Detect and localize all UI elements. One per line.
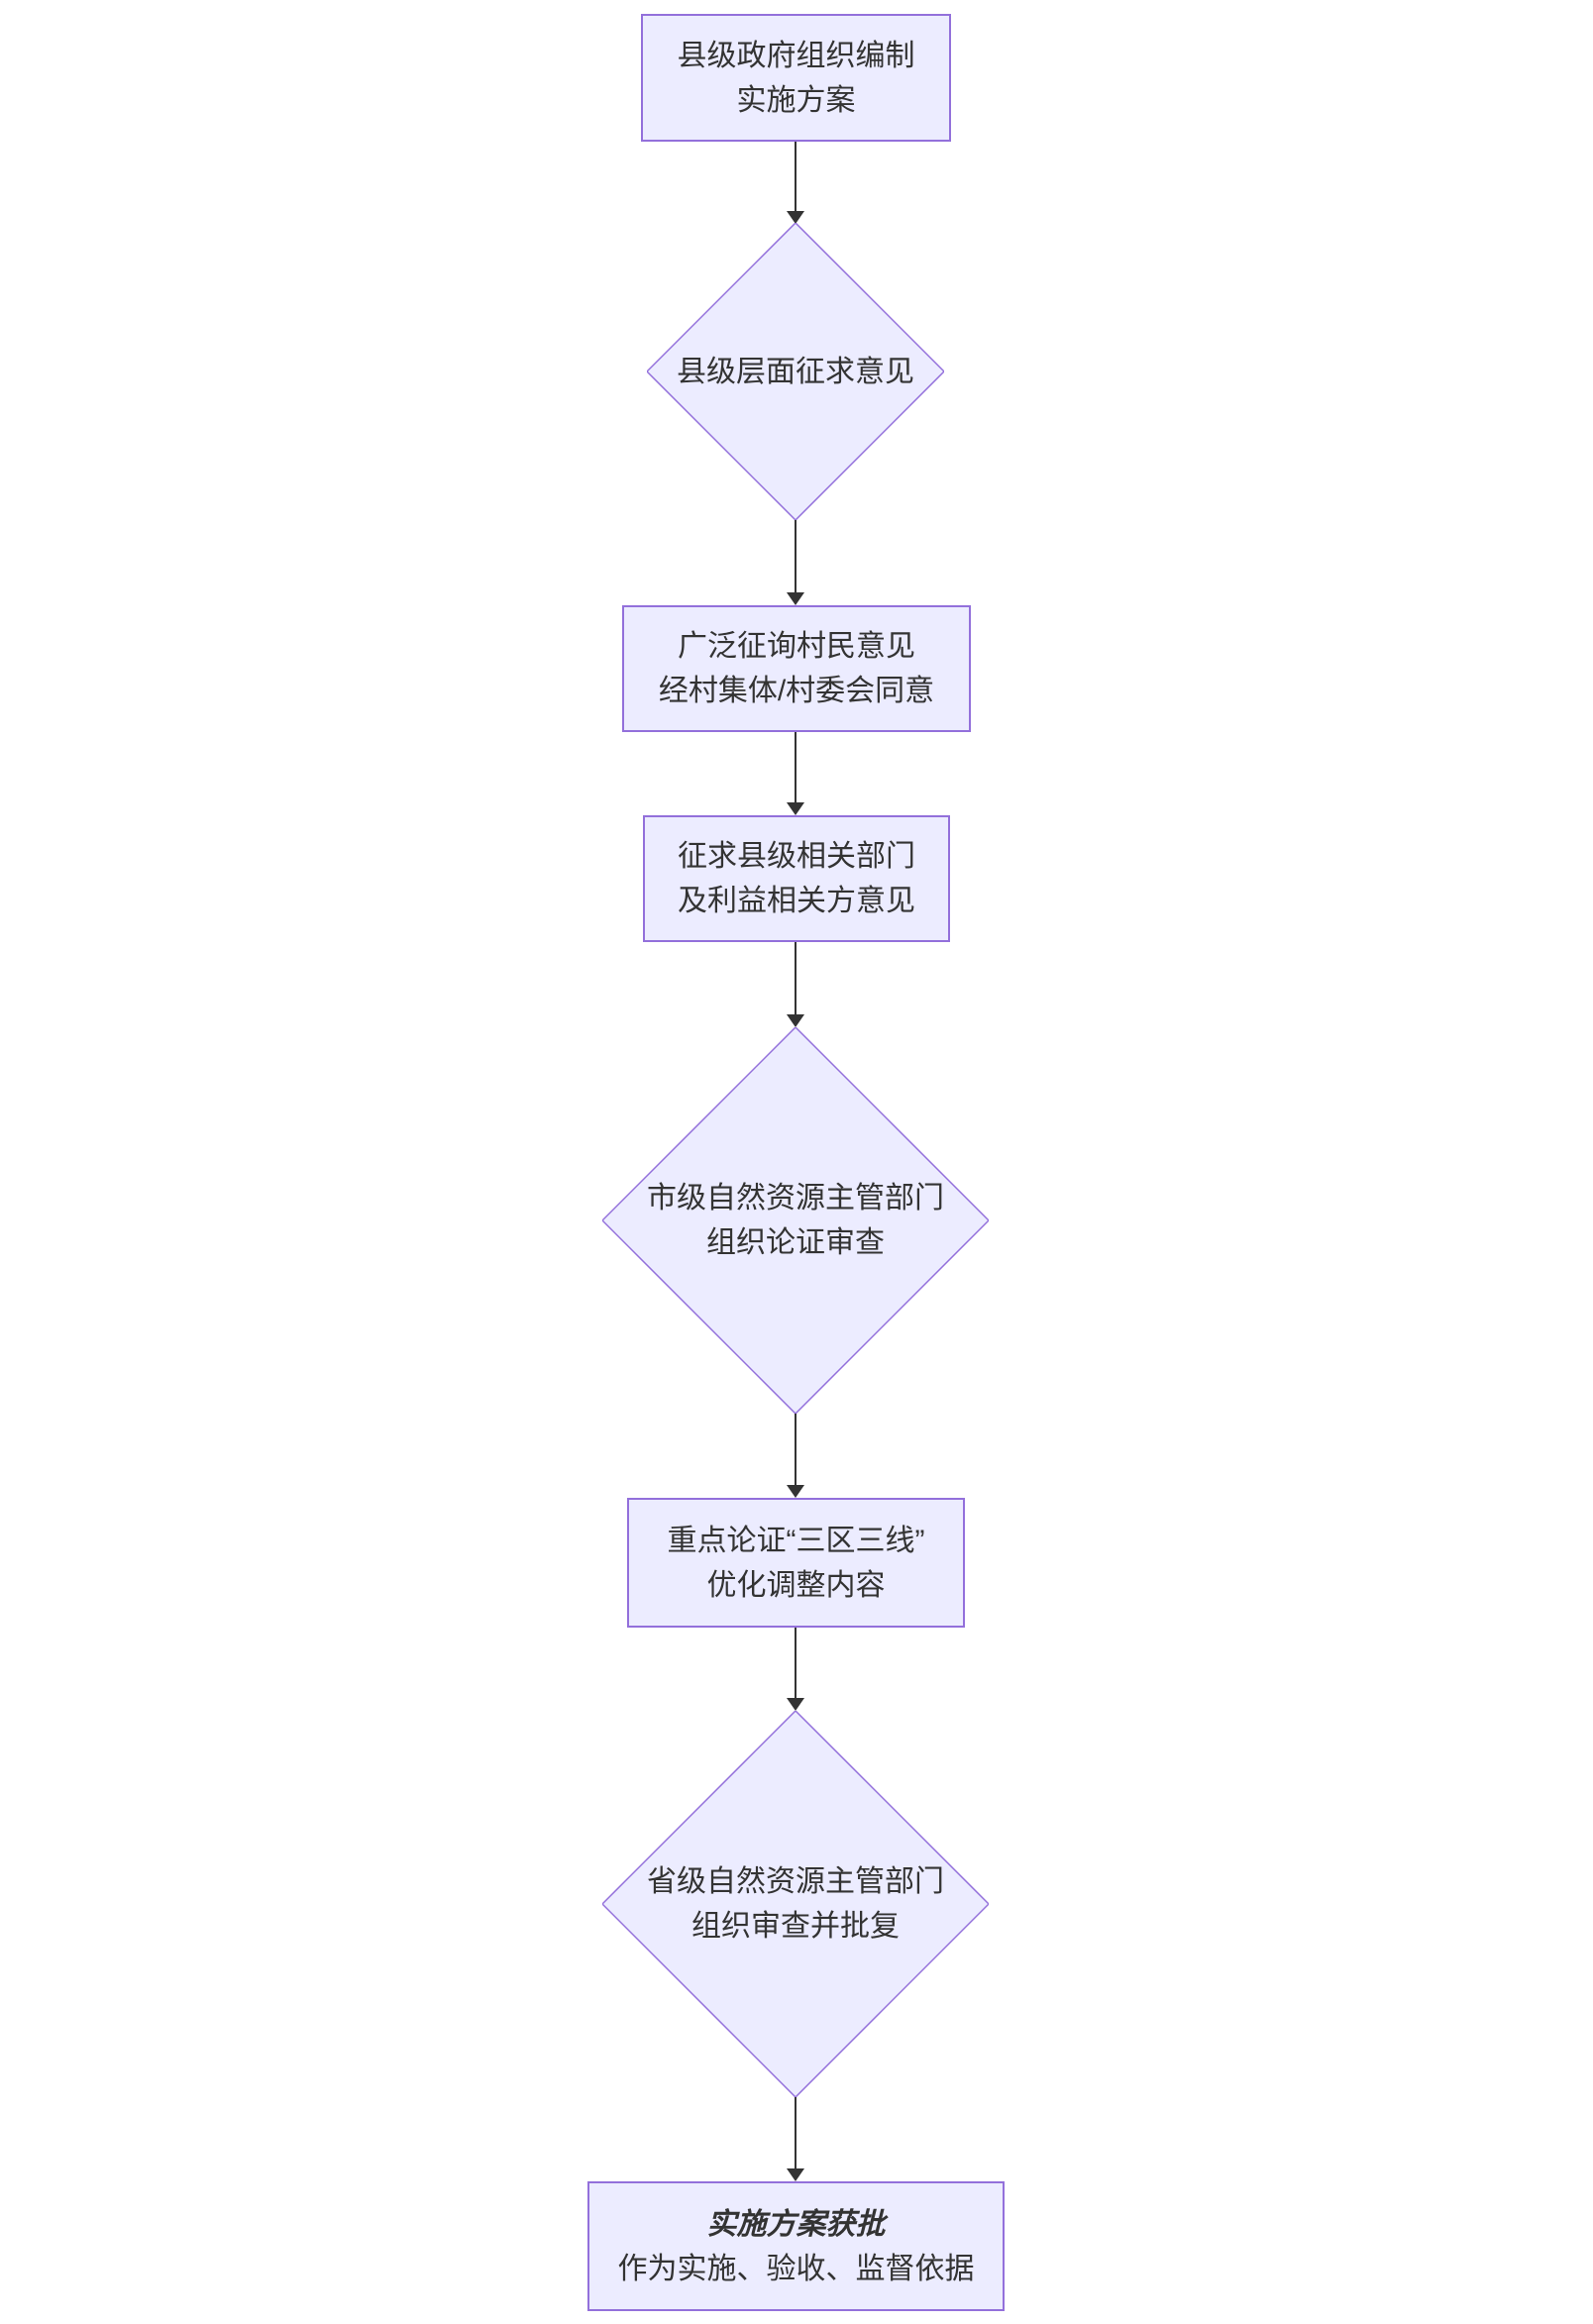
node-three-zones-three-lines-review: 重点论证“三区三线” 优化调整内容 [627,1498,965,1628]
flow-arrow [787,2097,804,2181]
node-municipal-review: 市级自然资源主管部门 组织论证审查 [602,1027,989,1414]
node-label-line: 作为实施、验收、监督依据 [617,2252,975,2285]
flow-arrow [787,1414,804,1498]
node-county-level-consultation: 县级层面征求意见 [647,223,944,520]
node-label-line: 组织论证审查 [706,1226,885,1259]
node-county-departments-consultation: 征求县级相关部门 及利益相关方意见 [643,815,950,942]
node-label-line: 经村集体/村委会同意 [658,675,935,707]
node-label-line: 省级自然资源主管部门 [647,1865,944,1898]
node-provincial-review-approval: 省级自然资源主管部门 组织审查并批复 [602,1711,989,2097]
node-label-line: 实施方案 [736,83,856,117]
diamond-shape [602,1027,989,1414]
flow-arrow [787,1628,804,1711]
flow-arrow [787,142,804,224]
node-plan-approved: 实施方案获批 作为实施、验收、监督依据 [587,2181,1005,2311]
node-label-line: 重点论证“三区三线” [667,1524,925,1557]
flow-arrow [787,942,804,1027]
node-label-line: 县级层面征求意见 [677,355,914,388]
node-label-line: 及利益相关方意见 [678,885,915,917]
node-label-line: 组织审查并批复 [691,1910,900,1943]
node-label-line: 实施方案获批 [706,2207,886,2241]
diamond-shape [602,1711,989,2097]
flow-arrow [787,732,804,815]
node-label-line: 县级政府组织编制 [677,39,915,72]
node-county-gov-prepares-plan: 县级政府组织编制 实施方案 [641,14,951,142]
node-label-line: 广泛征询村民意见 [678,630,915,663]
node-villager-consultation: 广泛征询村民意见 经村集体/村委会同意 [622,605,971,732]
node-label-line: 征求县级相关部门 [678,840,915,873]
node-label-line: 优化调整内容 [706,1568,886,1602]
node-label-line: 市级自然资源主管部门 [647,1182,944,1215]
flow-arrow [787,520,804,605]
diamond-shape [647,223,944,520]
